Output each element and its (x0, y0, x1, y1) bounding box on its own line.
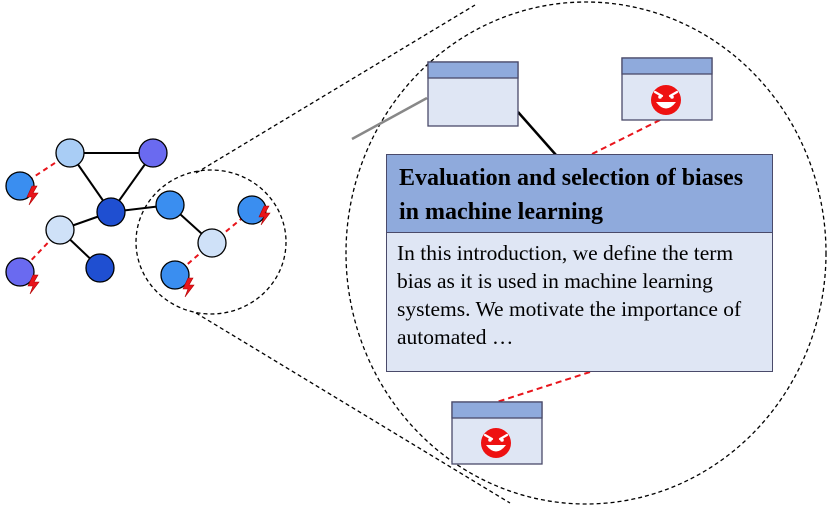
paper-card: Evaluation and selection of biases in ma… (386, 154, 773, 372)
neighbor-edge (351, 96, 428, 141)
attack-edge (496, 371, 591, 403)
graph-node (85, 253, 115, 283)
zoom-region-small-circle (135, 169, 287, 315)
paper-title: Evaluation and selection of biases in ma… (387, 155, 772, 233)
malicious-user-icon (651, 85, 681, 115)
malicious-user-icon (481, 428, 511, 458)
malicious-node (237, 195, 267, 225)
graph-node (55, 138, 85, 168)
zoom-region-large-circle (345, 1, 827, 505)
paper-abstract: In this introduction, we define the term… (397, 241, 742, 349)
malicious-node (5, 257, 35, 287)
graph-node (155, 190, 185, 220)
malicious-document (451, 401, 543, 465)
graph-edges (59, 152, 213, 269)
magnifier-guide-bottom (195, 312, 511, 504)
attack-edge (589, 119, 661, 156)
graph-node (138, 138, 168, 168)
graph-node (96, 197, 126, 227)
malicious-node (160, 260, 190, 290)
attack-edges (19, 152, 253, 276)
malicious-document (621, 57, 713, 121)
graph-node (197, 228, 227, 258)
document-icon (427, 61, 519, 127)
neighbor-edge (517, 111, 557, 156)
graph-node (45, 215, 75, 245)
magnifier-guide-top (195, 4, 476, 174)
